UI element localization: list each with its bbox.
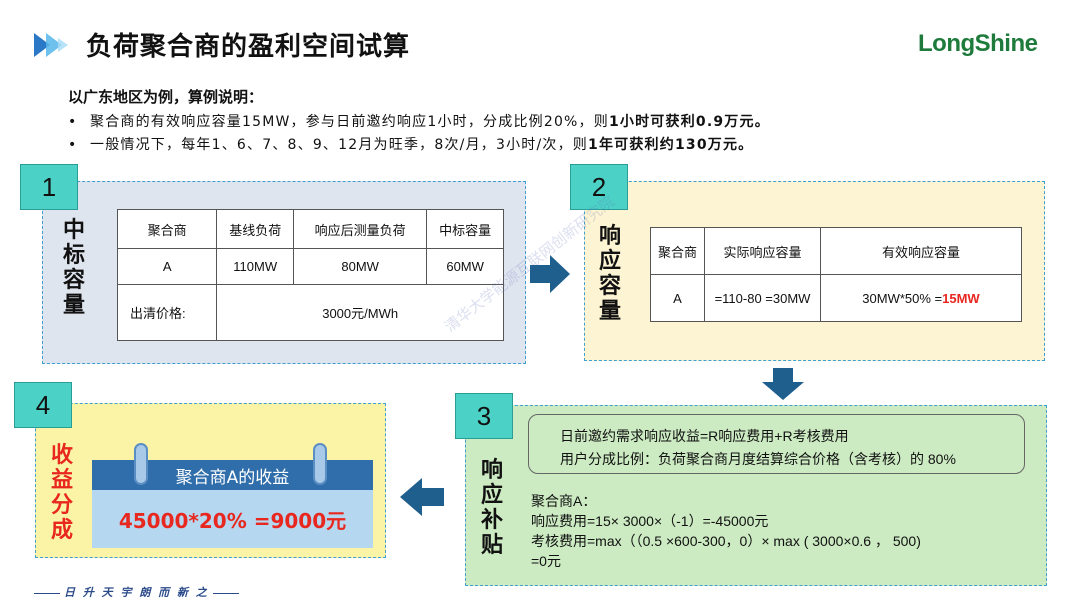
table-cell: A: [116, 248, 218, 285]
intro-bullet: • 聚合商的有效响应容量15MW，参与日前邀约响应1小时，分成比例20%，则1小时…: [68, 111, 770, 131]
pin-icon: [134, 443, 148, 485]
table-header: 聚合商: [116, 209, 218, 249]
income-card-value: 45000*20% =9000元: [92, 490, 373, 548]
intro-bullet: • 一般情况下，每年1、6、7、8、9、12月为旺季，8次/月，3小时/次，则1年…: [68, 134, 753, 154]
pin-icon: [313, 443, 327, 485]
table-cell: A: [650, 274, 705, 322]
bullet-bold: 1年可获利约130万元。: [588, 137, 754, 153]
table-header: 中标容量: [426, 209, 504, 249]
formula-line: 日前邀约需求响应收益=R响应费用+R考核费用: [560, 428, 849, 444]
section-4-label: 收益分成: [50, 443, 73, 543]
table-cell: 80MW: [293, 248, 428, 285]
table-cell: =110-80 =30MW: [704, 274, 821, 322]
section-2-number: 2: [570, 164, 628, 210]
effective-value: 15MW: [942, 290, 980, 306]
play-arrows-icon: [34, 33, 68, 57]
calc-line: 响应费用=15× 3000×（-1）=-45000元: [531, 513, 769, 529]
table-cell: 110MW: [216, 248, 295, 285]
bullet-dot: •: [68, 137, 78, 153]
page-title: 负荷聚合商的盈利空间试算: [86, 32, 411, 62]
table-cell: 60MW: [426, 248, 504, 285]
company-logo: LongShine: [918, 30, 1038, 57]
price-value: 3000元/MWh: [216, 284, 504, 341]
arrow-left-icon: [400, 478, 444, 516]
arrow-right-icon: [530, 255, 570, 293]
calc-line: 考核费用=max（（0.5 ×600-300，0）× max ( 3000×0.…: [531, 533, 921, 549]
bullet-bold: 1小时可获利0.9万元。: [608, 114, 770, 130]
section-1-label: 中标容量: [62, 218, 85, 318]
table-header: 响应后测量负荷: [293, 209, 428, 249]
section-4-number: 4: [14, 382, 72, 428]
table-header: 聚合商: [650, 227, 705, 275]
section-3-label: 响应补贴: [480, 458, 503, 558]
bid-capacity-table: 聚合商 基线负荷 响应后测量负荷 中标容量 A 110MW 80MW 60MW …: [116, 209, 504, 341]
arrow-down-icon: [762, 368, 804, 400]
calc-line: 聚合商A：: [531, 493, 597, 509]
bullet-text: 聚合商的有效响应容量15MW，参与日前邀约响应1小时，分成比例20%，则: [90, 114, 609, 130]
response-capacity-table: 聚合商 实际响应容量 有效响应容量 A =110-80 =30MW 30MW*5…: [650, 227, 1022, 322]
table-cell: 30MW*50% =15MW: [820, 274, 1022, 322]
price-label: 出清价格:: [116, 284, 218, 341]
section-1-number: 1: [20, 164, 78, 210]
intro-heading: 以广东地区为例，算例说明：: [68, 88, 264, 106]
section-3-panel: [465, 405, 1047, 586]
formula-box: [528, 414, 1025, 474]
footer-text: 日 升 天 宇 朗 而 新 之: [64, 586, 209, 599]
footer-slogan: 日 升 天 宇 朗 而 新 之: [30, 584, 243, 600]
bullet-dot: •: [68, 114, 78, 130]
table-header: 基线负荷: [216, 209, 295, 249]
bullet-text: 一般情况下，每年1、6、7、8、9、12月为旺季，8次/月，3小时/次，则: [90, 137, 588, 153]
section-3-number: 3: [455, 393, 513, 439]
formula-line: 用户分成比例：负荷聚合商月度结算综合价格（含考核）的 80%: [560, 451, 956, 467]
section-2-label: 响应容量: [598, 224, 621, 324]
table-header: 实际响应容量: [704, 227, 821, 275]
calc-line: =0元: [531, 553, 561, 569]
table-header: 有效响应容量: [820, 227, 1022, 275]
effective-formula: 30MW*50% =: [862, 290, 943, 306]
